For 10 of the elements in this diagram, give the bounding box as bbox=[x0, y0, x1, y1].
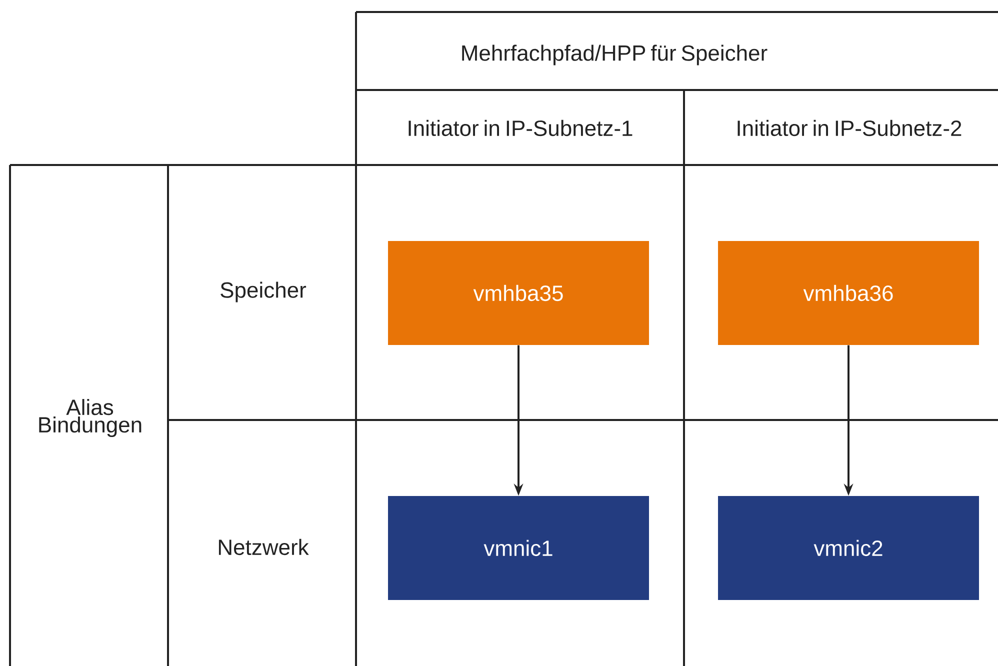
cell-label: Initiator in IP-Subnetz-2 bbox=[738, 120, 962, 136]
cell-label: Speicher bbox=[220, 282, 306, 302]
nic-box: vmnic1 bbox=[388, 496, 649, 600]
cell-label: Mehrfachpfad/HPP für Speicher bbox=[462, 44, 768, 66]
adapter-box: vmhba35 bbox=[388, 241, 649, 345]
adapter-box: vmhba36 bbox=[718, 241, 979, 345]
nic-box: vmnic2 bbox=[718, 496, 979, 600]
cell-label: Alias Bindungen bbox=[39, 399, 142, 437]
cell-label: Netzwerk bbox=[218, 538, 309, 556]
cell-label: Initiator in IP-Subnetz-1 bbox=[408, 120, 632, 136]
